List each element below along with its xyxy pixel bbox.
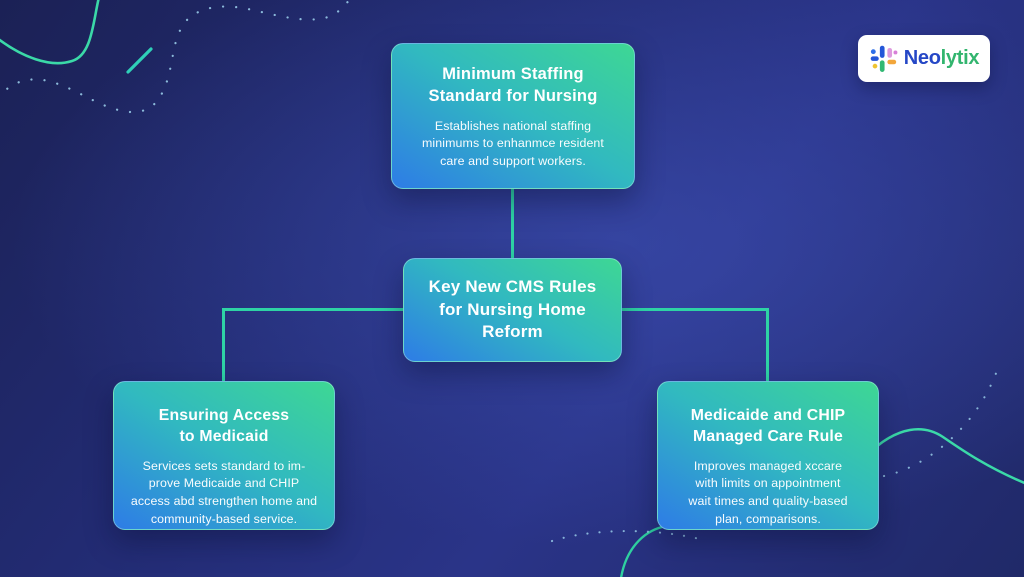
dotted-trail-top — [0, 0, 351, 114]
dotted-trail-bottom-center — [550, 530, 706, 543]
node-managed-care-rule: Medicaide and CHIP Managed Care Rule Imp… — [657, 381, 879, 530]
connector-center-to-right — [622, 308, 769, 381]
decorative-arc-bottom-center — [619, 525, 664, 577]
wordmark-prefix: Neo — [903, 47, 941, 69]
decorative-wave-top-left — [0, 0, 100, 65]
node-ensuring-access: Ensuring Access to Medicaid Services set… — [113, 381, 335, 530]
node-title: Minimum Staffing Standard for Nursing — [428, 65, 598, 105]
dotted-trail-right — [882, 366, 1000, 478]
node-title: Medicaide and CHIP Managed Care Rule — [690, 407, 846, 445]
node-minimum-staffing: Minimum Staffing Standard for Nursing Es… — [391, 43, 635, 189]
connector-center-to-left — [222, 308, 403, 381]
node-body: Improves managed xccare with limits on a… — [688, 458, 848, 526]
node-body: Services sets standard to im- prove Medi… — [130, 458, 318, 526]
decorative-wave-right — [874, 428, 1024, 485]
wordmark-suffix: lytix — [940, 47, 980, 69]
decorative-dash-top-left — [126, 47, 153, 74]
node-key-cms-rules: Key New CMS Rules for Nursing Home Refor… — [403, 258, 622, 362]
neolytix-logo-icon — [870, 45, 898, 72]
node-body: Establishes national staffing minimums t… — [422, 118, 604, 168]
node-title: Ensuring Access to Medicaid — [158, 407, 290, 445]
node-title: Key New CMS Rules for Nursing Home Refor… — [428, 277, 597, 342]
